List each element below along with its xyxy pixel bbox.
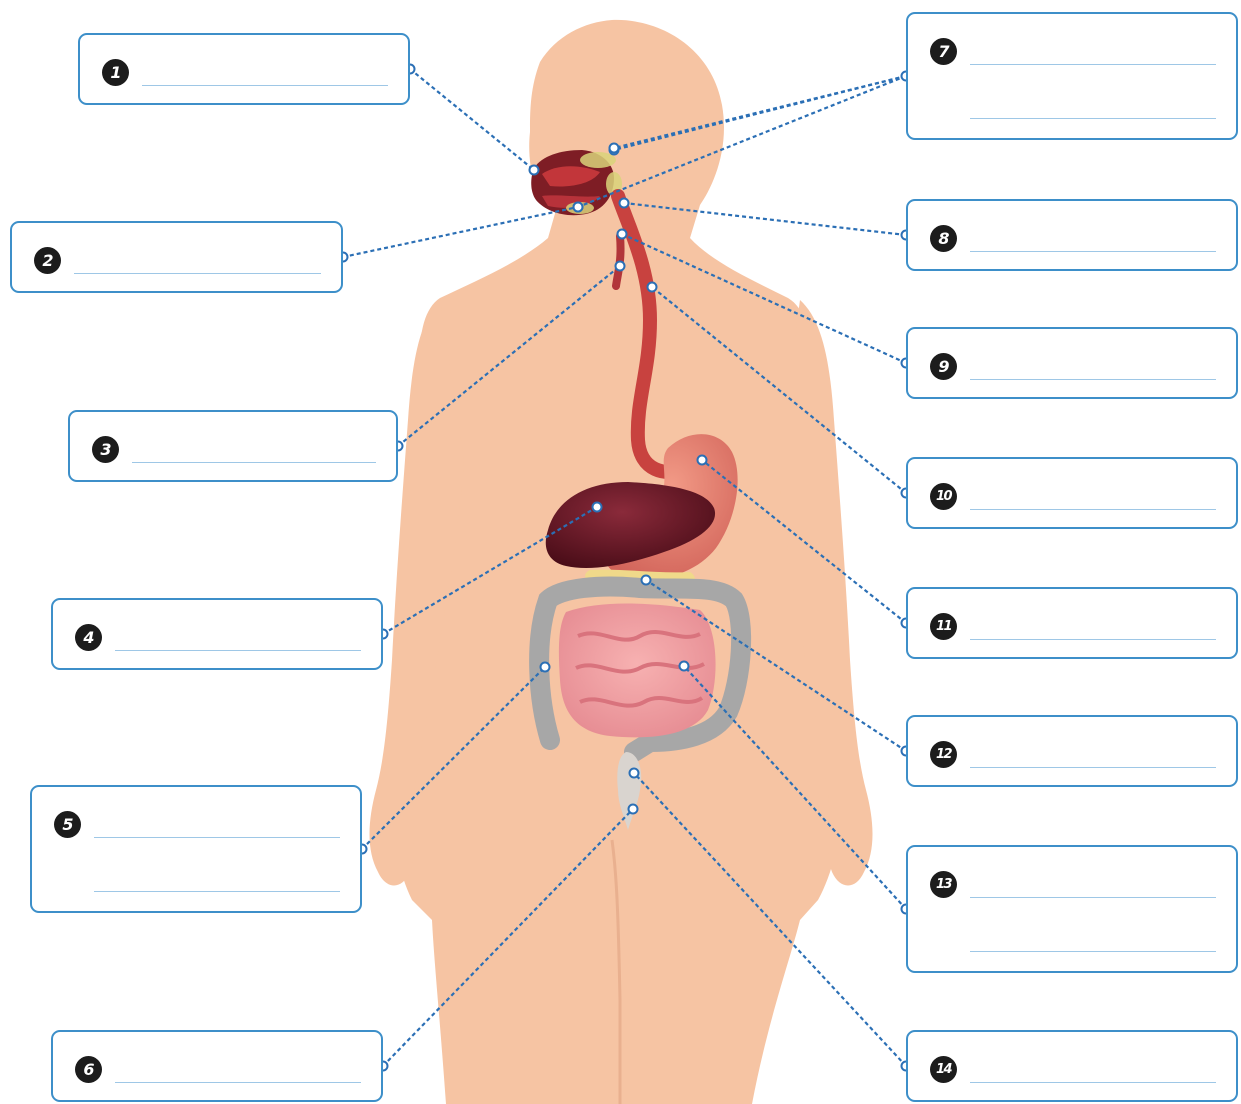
number-badge: 14 — [930, 1056, 957, 1083]
answer-line[interactable] — [970, 118, 1216, 119]
label-box-10[interactable]: 10 — [906, 457, 1238, 529]
label-box-9[interactable]: 9 — [906, 327, 1238, 399]
answer-line[interactable] — [142, 85, 388, 86]
label-box-8[interactable]: 8 — [906, 199, 1238, 271]
answer-line[interactable] — [970, 897, 1216, 898]
anchor-dot-9 — [618, 230, 627, 239]
answer-line[interactable] — [970, 639, 1216, 640]
number-badge: 10 — [930, 483, 957, 510]
small-intestine — [559, 604, 716, 738]
answer-line[interactable] — [970, 379, 1216, 380]
number-badge: 5 — [54, 811, 81, 838]
answer-line[interactable] — [74, 273, 321, 274]
answer-line[interactable] — [132, 462, 376, 463]
anchor-dot-8 — [620, 199, 629, 208]
label-box-6[interactable]: 6 — [51, 1030, 383, 1102]
answer-line[interactable] — [970, 64, 1216, 65]
anchor-dot-6 — [629, 805, 638, 814]
label-box-4[interactable]: 4 — [51, 598, 383, 670]
label-box-3[interactable]: 3 — [68, 410, 398, 482]
label-box-13[interactable]: 13 — [906, 845, 1238, 973]
answer-line[interactable] — [94, 891, 340, 892]
label-box-2[interactable]: 2 — [10, 221, 343, 293]
number-badge: 1 — [102, 59, 129, 86]
number-badge: 12 — [930, 741, 957, 768]
answer-line[interactable] — [970, 951, 1216, 952]
anchor-dot-4 — [593, 503, 602, 512]
label-box-14[interactable]: 14 — [906, 1030, 1238, 1102]
label-box-5[interactable]: 5 — [30, 785, 362, 913]
number-badge: 9 — [930, 353, 957, 380]
anchor-dot-7 — [610, 144, 619, 153]
anchor-dot-3 — [616, 262, 625, 271]
answer-line[interactable] — [970, 251, 1216, 252]
anchor-dot-12 — [642, 576, 651, 585]
anchor-dot-11 — [698, 456, 707, 465]
number-badge: 8 — [930, 225, 957, 252]
number-badge: 3 — [92, 436, 119, 463]
label-box-1[interactable]: 1 — [78, 33, 410, 105]
answer-line[interactable] — [115, 1082, 361, 1083]
label-box-12[interactable]: 12 — [906, 715, 1238, 787]
anchor-dot-5 — [541, 663, 550, 672]
answer-line[interactable] — [970, 1082, 1216, 1083]
anchor-dot-13 — [680, 662, 689, 671]
anchor-dot-14 — [630, 769, 639, 778]
leader-line-1 — [410, 69, 534, 170]
number-badge: 4 — [75, 624, 102, 651]
number-badge: 2 — [34, 247, 61, 274]
label-box-11[interactable]: 11 — [906, 587, 1238, 659]
number-badge: 11 — [930, 613, 957, 640]
answer-line[interactable] — [970, 509, 1216, 510]
number-badge: 6 — [75, 1056, 102, 1083]
anchor-dot-1 — [530, 166, 539, 175]
number-badge: 13 — [930, 871, 957, 898]
label-box-7[interactable]: 7 — [906, 12, 1238, 140]
answer-line[interactable] — [970, 767, 1216, 768]
answer-line[interactable] — [94, 837, 340, 838]
answer-line[interactable] — [115, 650, 361, 651]
anchor-dot-10 — [648, 283, 657, 292]
anchor-dot-7 — [574, 203, 583, 212]
number-badge: 7 — [930, 38, 957, 65]
